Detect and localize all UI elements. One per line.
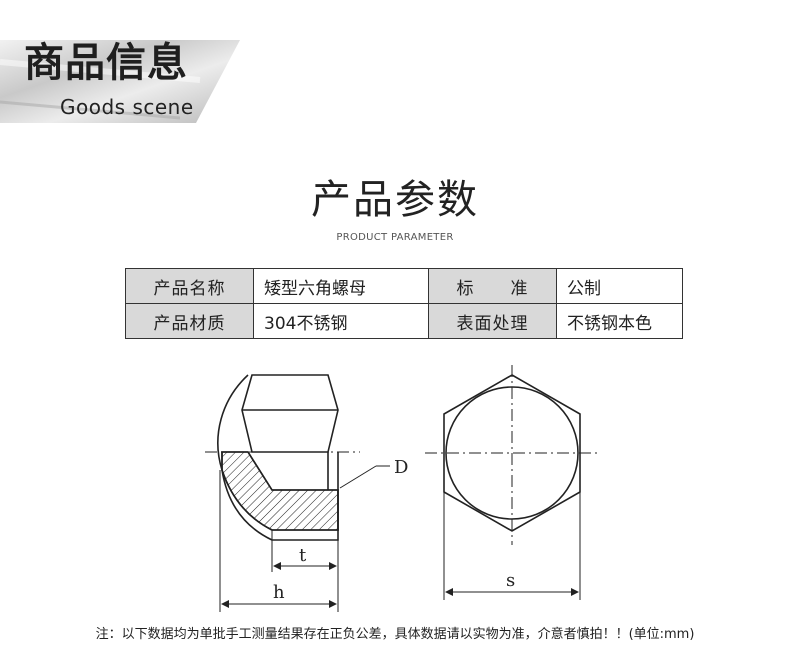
label-h: h [273, 582, 285, 603]
side-view [217, 374, 339, 541]
table-row: 产品名称 矮型六角螺母 标 准 公制 [125, 268, 683, 304]
param-value-standard: 公制 [556, 268, 683, 304]
header-banner [0, 40, 240, 123]
d-leader-line [339, 465, 377, 489]
label-t: t [299, 545, 307, 566]
dimension-t [271, 530, 339, 612]
label-s: s [506, 570, 515, 591]
parameter-table: 产品名称 矮型六角螺母 标 准 公制 产品材质 304不锈钢 表面处理 不锈钢本… [125, 268, 683, 339]
section-subtitle: PRODUCT PARAMETER [336, 232, 454, 243]
section-title: 产品参数 [311, 177, 479, 223]
table-row: 产品材质 304不锈钢 表面处理 不锈钢本色 [125, 303, 683, 339]
banner-subtitle: Goods scene [60, 95, 194, 119]
dimension-h [219, 470, 337, 612]
banner-background [0, 40, 240, 123]
param-key-material: 产品材质 [125, 303, 254, 339]
banner-title: 商品信息 [24, 40, 188, 86]
dimension-s [443, 492, 581, 600]
label-d: D [394, 457, 408, 478]
param-key-name: 产品名称 [125, 268, 254, 304]
disclaimer-note: 注：以下数据均为单批手工测量结果存在正负公差，具体数据请以实物为准，介意者慎拍！… [95, 627, 695, 642]
param-value-material: 304不锈钢 [253, 303, 429, 339]
param-value-finish: 不锈钢本色 [556, 303, 683, 339]
